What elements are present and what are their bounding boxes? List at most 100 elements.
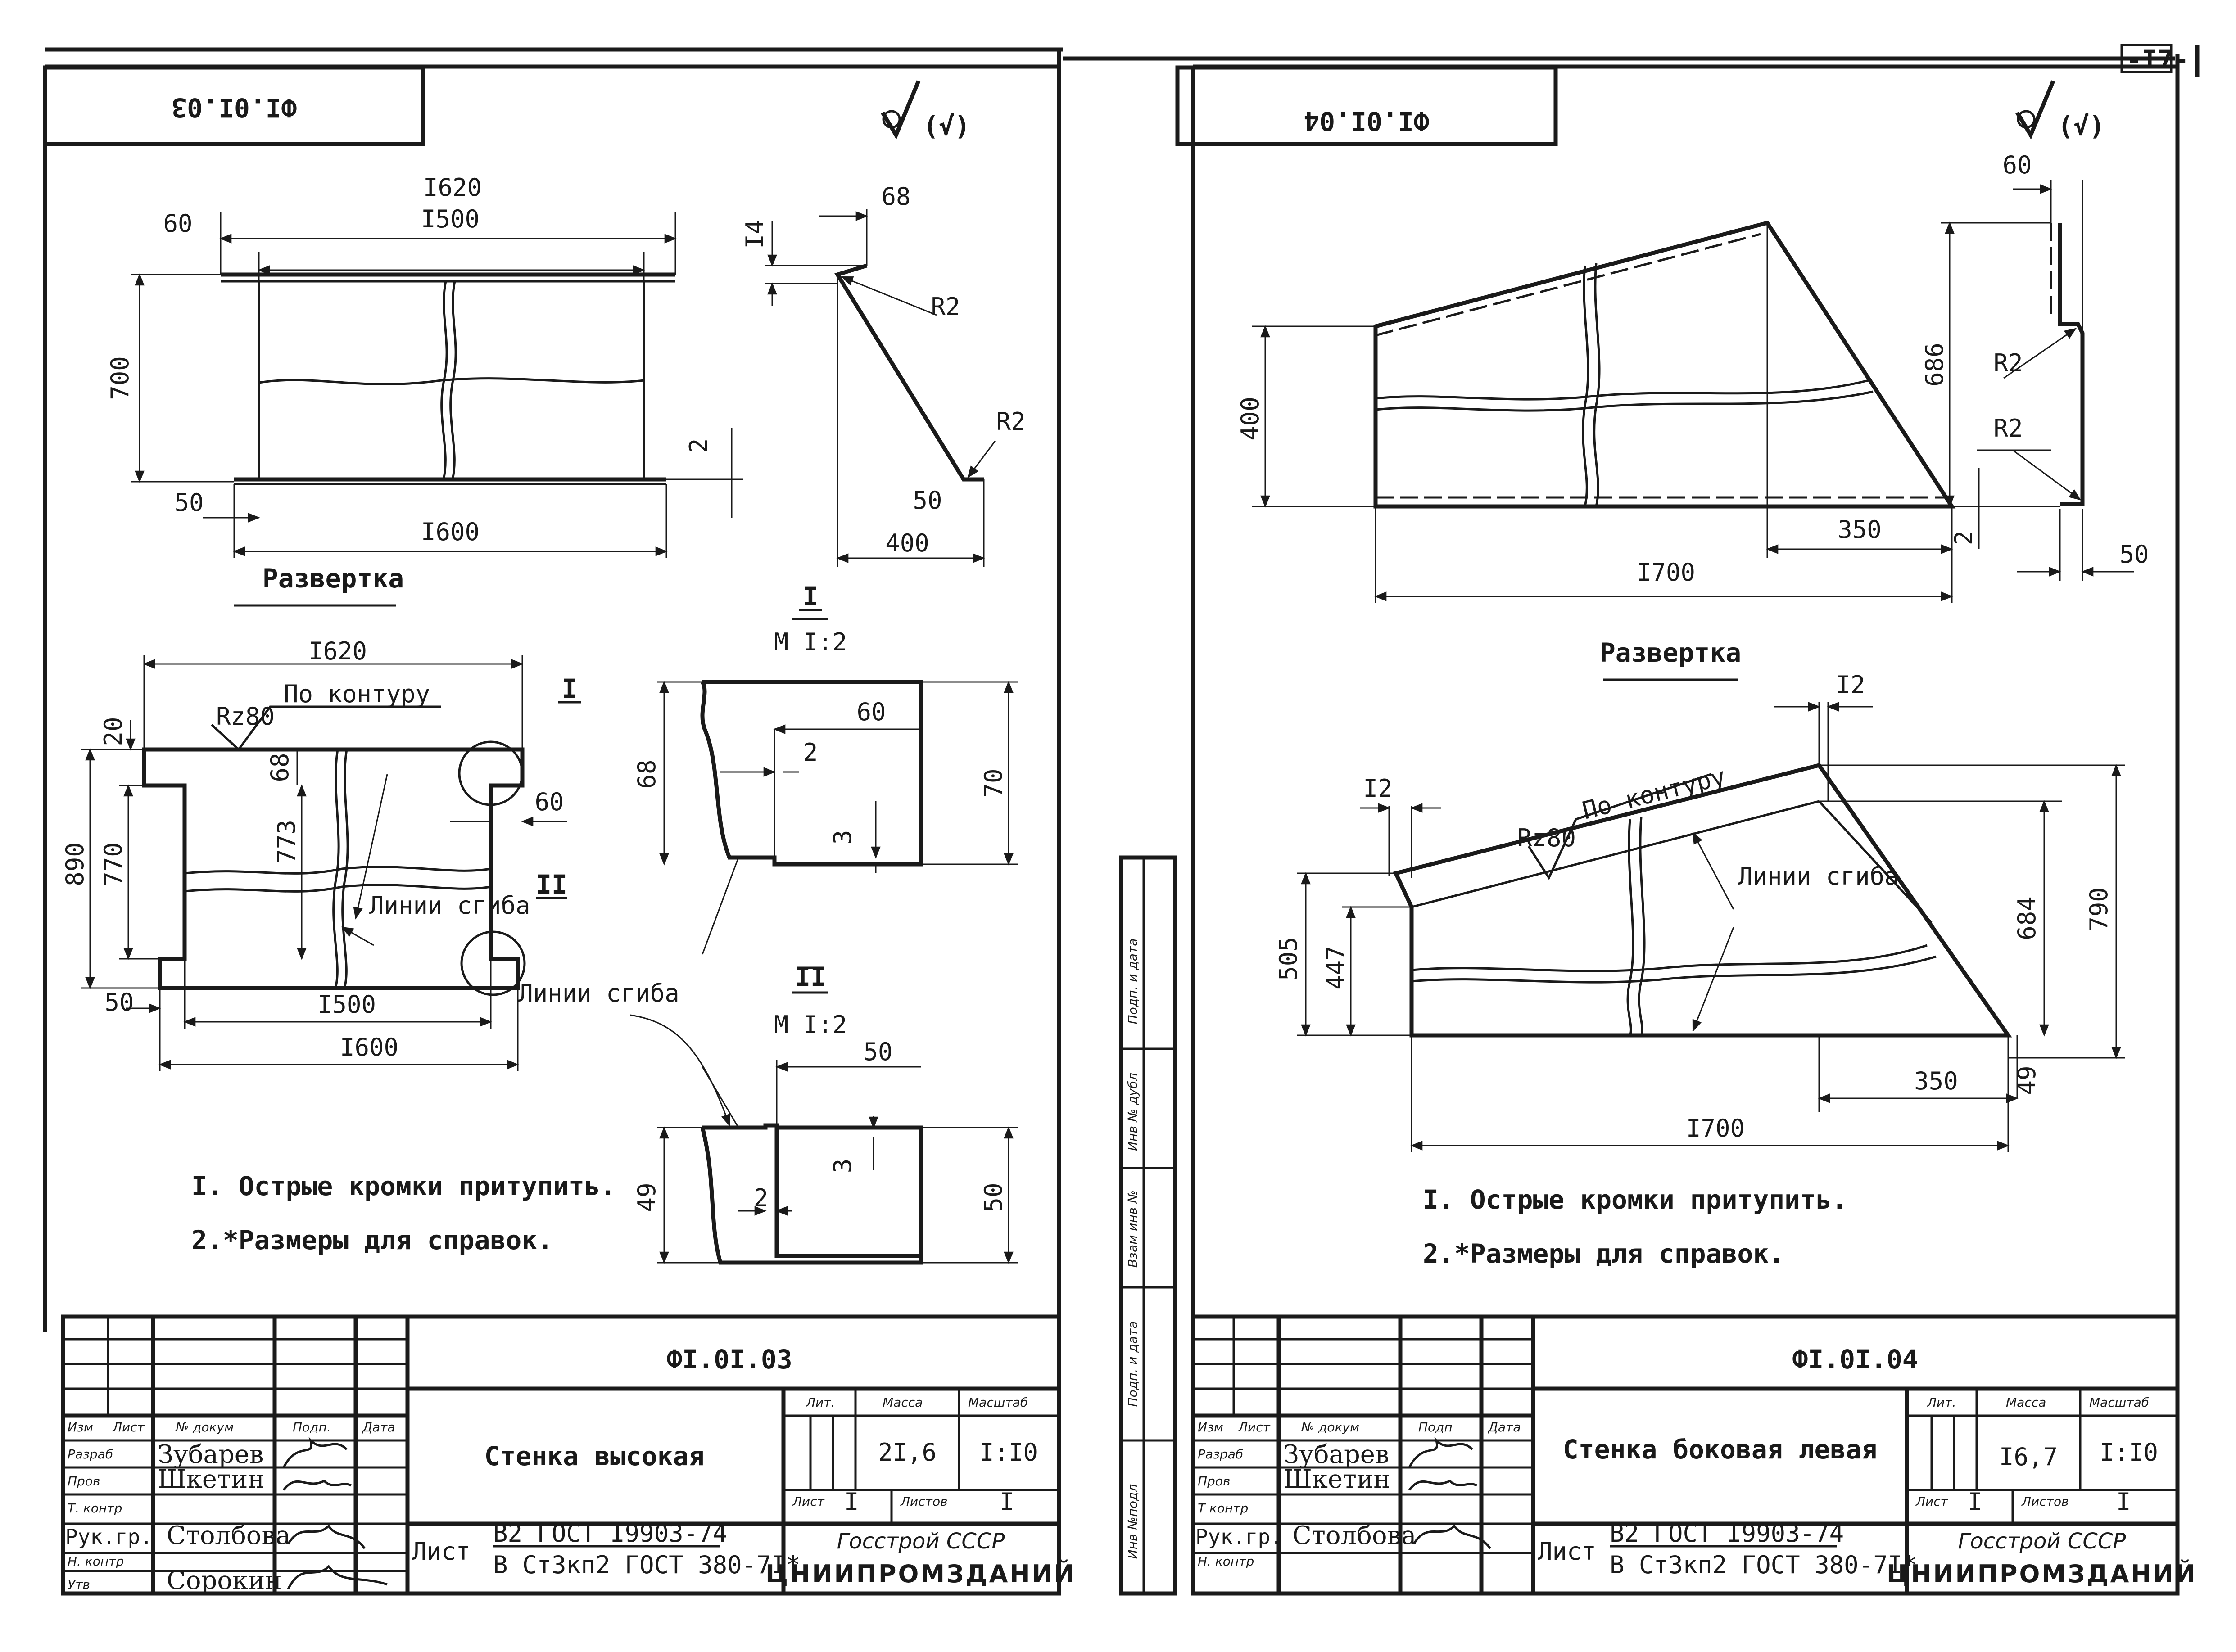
svg-text:Подп: Подп: [1418, 1420, 1453, 1435]
svg-text:R2: R2: [996, 407, 1025, 436]
svg-text:Утв: Утв: [68, 1577, 90, 1592]
left-development-view: I620 I500 60 700 I600 50 2 Развертка: [106, 173, 743, 607]
svg-text:2: 2: [684, 438, 713, 453]
svg-text:Лист: Лист: [112, 1420, 145, 1435]
svg-text:В Ст3кп2 ГОСТ 380-7I*: В Ст3кп2 ГОСТ 380-7I*: [1610, 1551, 1917, 1579]
left-notes: I. Острые кромки притупить. 2.*Размеры д…: [191, 1171, 616, 1255]
svg-text:Столбова: Столбова: [1292, 1521, 1416, 1550]
svg-text:Стенка боковая левая: Стенка боковая левая: [1563, 1434, 1877, 1465]
svg-text:60: 60: [2002, 151, 2032, 179]
svg-text:ФI.0I.03: ФI.0I.03: [666, 1344, 792, 1375]
svg-text:Лист: Лист: [1538, 1537, 1596, 1566]
svg-text:Листов: Листов: [900, 1494, 948, 1509]
left-roughness-mark: (√): [881, 80, 970, 141]
svg-text:50: 50: [863, 1038, 892, 1066]
svg-text:2I,6: 2I,6: [878, 1438, 937, 1467]
svg-text:Подп.: Подп.: [293, 1420, 331, 1435]
svg-text:По контуру: По контуру: [284, 680, 430, 708]
right-side-stamp: Подп. и дата Инв № дубл Взам инв № Подп.…: [1119, 855, 1177, 1596]
svg-text:Линии сгиба: Линии сгиба: [1738, 862, 1899, 890]
svg-text:68: 68: [633, 759, 661, 789]
svg-text:Т. контр: Т. контр: [68, 1501, 122, 1516]
signature-left-1: [282, 1436, 348, 1468]
svg-text:Шкетин: Шкетин: [1283, 1465, 1390, 1494]
svg-text:I. Острые кромки притупить.: I. Острые кромки притупить.: [191, 1171, 616, 1201]
svg-text:400: 400: [1236, 397, 1264, 441]
svg-text:684: 684: [2013, 896, 2041, 940]
svg-text:Лит.: Лит.: [1927, 1395, 1956, 1410]
svg-text:3: 3: [828, 830, 857, 845]
svg-text:I: I: [2116, 1488, 2131, 1516]
svg-text:60: 60: [163, 209, 192, 238]
right-development-view: 400 I700 350 2 Развертка: [1236, 220, 1990, 681]
svg-text:Масса: Масса: [2006, 1395, 2046, 1410]
svg-text:68: 68: [881, 182, 910, 211]
svg-text:I:I0: I:I0: [979, 1438, 1038, 1467]
svg-text:50: 50: [979, 1183, 1008, 1212]
svg-text:№ докум: № докум: [175, 1420, 234, 1435]
svg-text:790: 790: [2085, 887, 2113, 931]
right-title-block: Изм Лист № докум Подп Дата Разраб Пров Т…: [1191, 1314, 2195, 1596]
svg-text:I500: I500: [317, 990, 376, 1019]
svg-text:Госстрой СССР: Госстрой СССР: [1958, 1529, 2126, 1554]
left-mirrored-code: ФI.0I.03: [171, 92, 297, 123]
svg-text:400: 400: [885, 529, 929, 557]
svg-text:49: 49: [633, 1183, 661, 1212]
svg-text:Взам инв №: Взам инв №: [1125, 1190, 1140, 1268]
svg-text:Лист: Лист: [792, 1494, 825, 1509]
svg-text:890: 890: [61, 842, 89, 886]
svg-text:I700: I700: [1637, 558, 1695, 587]
svg-text:(√): (√): [923, 111, 970, 141]
left-code-stamp: ФI.0I.03: [43, 65, 425, 146]
svg-text:В2 ГОСТ I9903-74: В2 ГОСТ I9903-74: [493, 1519, 727, 1548]
svg-text:I620: I620: [423, 173, 482, 202]
svg-text:I: I: [1968, 1488, 1983, 1516]
svg-text:I6,7: I6,7: [1999, 1443, 2058, 1471]
svg-text:Линии сгиба: Линии сгиба: [369, 891, 530, 920]
svg-text:49: 49: [2013, 1065, 2041, 1095]
svg-text:В Ст3кп2 ГОСТ 380-7I*: В Ст3кп2 ГОСТ 380-7I*: [493, 1551, 801, 1579]
svg-text:I: I: [844, 1488, 859, 1516]
svg-text:I500: I500: [421, 205, 480, 233]
signature-left-2: [283, 1479, 352, 1491]
signature-right-3: [1412, 1524, 1491, 1549]
svg-text:773: 773: [272, 820, 301, 864]
svg-text:Масштаб: Масштаб: [968, 1395, 1028, 1410]
svg-text:Изм: Изм: [1198, 1420, 1223, 1435]
svg-text:№ докум: № докум: [1300, 1420, 1359, 1435]
svg-text:Пров: Пров: [1198, 1474, 1230, 1489]
svg-text:I:I0: I:I0: [2100, 1438, 2158, 1467]
left-title-block: Изм Лист № докум Подп. Дата Разраб Пров …: [61, 1314, 1074, 1596]
svg-text:М I:2: М I:2: [774, 628, 847, 656]
svg-text:3: 3: [828, 1159, 857, 1174]
svg-text:50: 50: [913, 486, 942, 515]
svg-text:50: 50: [174, 488, 204, 517]
right-mirrored-code: ФI.0I.04: [1304, 106, 1429, 136]
right-profile-view: 60 686 R2 R2 50: [1920, 151, 2149, 581]
svg-text:I600: I600: [421, 518, 480, 546]
svg-text:Лист: Лист: [1915, 1494, 1948, 1509]
detail-II-callout-circle: [460, 930, 526, 996]
svg-text:(√): (√): [2058, 111, 2105, 141]
detail-I: I М I:2 60 2 3 68 70: [633, 581, 1018, 955]
signature-left-4: [287, 1565, 388, 1590]
svg-text:ФI.0I.04: ФI.0I.04: [1792, 1344, 1918, 1375]
svg-text:Госстрой СССР: Госстрой СССР: [837, 1529, 1005, 1554]
left-development-title: Развертка: [263, 563, 404, 594]
right-part-view: 505 447 684 790 I700 350 49 I2 I2 Rz80 П…: [1274, 671, 2125, 1152]
svg-text:II: II: [795, 961, 826, 992]
svg-text:Масштаб: Масштаб: [2089, 1395, 2149, 1410]
svg-text:Лист: Лист: [412, 1537, 471, 1566]
svg-text:I: I: [1000, 1488, 1014, 1516]
svg-text:Сорокин: Сорокин: [167, 1566, 282, 1595]
svg-text:Rz80: Rz80: [1517, 824, 1576, 852]
svg-text:70: 70: [979, 768, 1008, 798]
svg-text:447: 447: [1322, 946, 1350, 990]
svg-text:I600: I600: [340, 1033, 398, 1061]
svg-text:По контуру: По контуру: [1580, 762, 1729, 825]
svg-text:Рук.гр.: Рук.гр.: [1195, 1525, 1283, 1549]
svg-text:Инв №подл: Инв №подл: [1125, 1484, 1140, 1559]
right-development-title: Развертка: [1600, 637, 1741, 668]
svg-text:Рук.гр.: Рук.гр.: [65, 1525, 153, 1549]
